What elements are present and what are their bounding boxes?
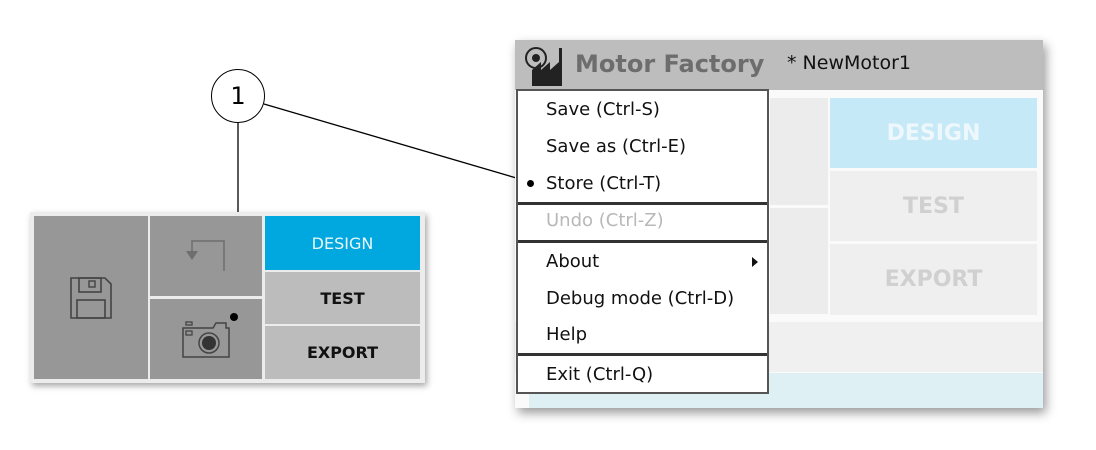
- menu-item-undo: Undo (Ctrl-Z): [546, 210, 664, 231]
- ghost-tile: [770, 208, 828, 314]
- undo-arrow-icon: [186, 240, 225, 271]
- tab-export[interactable]: EXPORT: [265, 326, 420, 379]
- document-name: * NewMotor1: [787, 52, 911, 74]
- camera-icon: [182, 321, 230, 358]
- tab-test[interactable]: TEST: [265, 272, 420, 324]
- menu-separator: [518, 202, 767, 205]
- menu-separator: [518, 353, 767, 356]
- submenu-arrow-icon: [752, 257, 758, 267]
- menu-item-exit[interactable]: Exit (Ctrl-Q): [546, 364, 654, 385]
- callout-dot: [230, 313, 238, 321]
- save-button[interactable]: [34, 216, 148, 379]
- bg-tab-export[interactable]: EXPORT: [830, 244, 1037, 315]
- store-snapshot-button[interactable]: [150, 299, 262, 379]
- app-title: Motor Factory: [575, 50, 765, 78]
- menu-item-help[interactable]: Help: [546, 324, 588, 345]
- motor-factory-logo: [525, 47, 562, 86]
- title-bar: Motor Factory * NewMotor1: [515, 40, 1043, 90]
- menu-item-save[interactable]: Save (Ctrl-S): [546, 99, 660, 120]
- toolbar-panel: DESIGN TEST EXPORT: [30, 212, 425, 383]
- tab-design[interactable]: DESIGN: [265, 216, 420, 270]
- bg-tab-design[interactable]: DESIGN: [830, 98, 1037, 168]
- callout-number: 1: [211, 69, 265, 123]
- undo-button[interactable]: [150, 216, 262, 296]
- floppy-disk-icon: [70, 276, 112, 319]
- menu-item-store[interactable]: Store (Ctrl-T): [546, 173, 662, 194]
- menu-item-about[interactable]: About: [546, 251, 600, 272]
- menu-item-debug-mode[interactable]: Debug mode (Ctrl-D): [546, 288, 735, 309]
- main-menu: Save (Ctrl-S) Save as (Ctrl-E) Store (Ct…: [516, 89, 769, 394]
- app-window: Motor Factory * NewMotor1 DESIGN TEST EX…: [515, 40, 1043, 408]
- callout-dot: [527, 180, 534, 187]
- ghost-tile: [770, 98, 828, 205]
- menu-separator: [518, 240, 767, 243]
- bg-tab-test[interactable]: TEST: [830, 171, 1037, 241]
- menu-item-save-as[interactable]: Save as (Ctrl-E): [546, 136, 686, 157]
